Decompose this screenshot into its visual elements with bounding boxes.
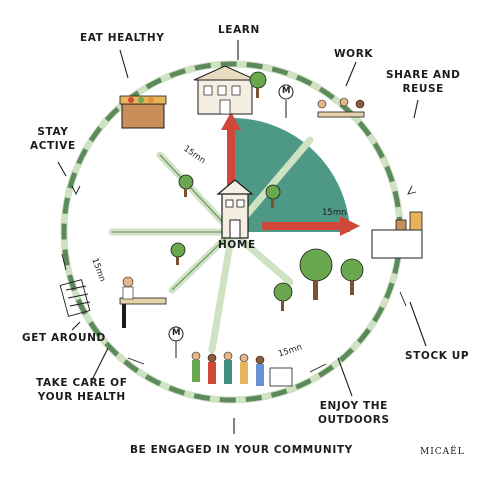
bike-rack <box>59 279 91 317</box>
label-work: WORK <box>334 48 374 60</box>
ring-arrows <box>61 185 417 373</box>
label-enjoy-the-outdoors: ENJOY THE OUTDOORS <box>318 399 390 427</box>
teal-sector <box>232 117 350 232</box>
metro-letter-north: M <box>282 86 291 96</box>
trees <box>170 71 364 311</box>
doctor-desk <box>119 276 167 328</box>
home-house <box>216 179 254 239</box>
label-health-line1: TAKE CARE OF <box>36 377 128 389</box>
label-stay-active: STAY ACTIVE <box>30 125 76 153</box>
label-get-around: GET AROUND <box>22 332 106 344</box>
label-stay-line1: STAY <box>37 126 69 138</box>
shop-counter <box>371 211 423 259</box>
metro-sign-south <box>168 326 184 358</box>
label-stay-line2: ACTIVE <box>30 140 76 152</box>
label-learn: LEARN <box>218 24 260 36</box>
radial-spoke-outlines <box>112 154 233 291</box>
label-share-line1: SHARE AND <box>386 69 461 81</box>
arrow-north <box>221 112 241 188</box>
label-share-and-reuse: SHARE AND REUSE <box>386 68 460 96</box>
market-stall <box>119 95 167 129</box>
label-be-engaged-in-your-community: BE ENGAGED IN YOUR COMMUNITY <box>130 444 353 456</box>
label-outdoors-line1: ENJOY THE <box>319 400 388 412</box>
community-crowd <box>191 351 293 387</box>
label-eat-healthy: EAT HEALTHY <box>80 32 165 44</box>
school-building <box>193 65 257 115</box>
metro-letter-south: M <box>172 328 181 338</box>
metro-sign-north <box>278 84 294 118</box>
artist-signature: MICAËL <box>420 447 465 457</box>
work-table <box>317 97 365 118</box>
label-outdoors-line2: OUTDOORS <box>318 414 390 426</box>
label-stock-up: STOCK UP <box>405 350 470 362</box>
label-leader-lines <box>57 40 427 434</box>
label-share-line2: REUSE <box>402 83 444 95</box>
label-health-line2: YOUR HEALTH <box>37 391 126 403</box>
arrow-east <box>262 216 360 236</box>
distance-label-east: 15mn <box>322 208 347 218</box>
label-take-care-of-your-health: TAKE CARE OF YOUR HEALTH <box>36 376 127 404</box>
radial-spokes <box>108 136 314 354</box>
label-home: HOME <box>218 239 256 251</box>
